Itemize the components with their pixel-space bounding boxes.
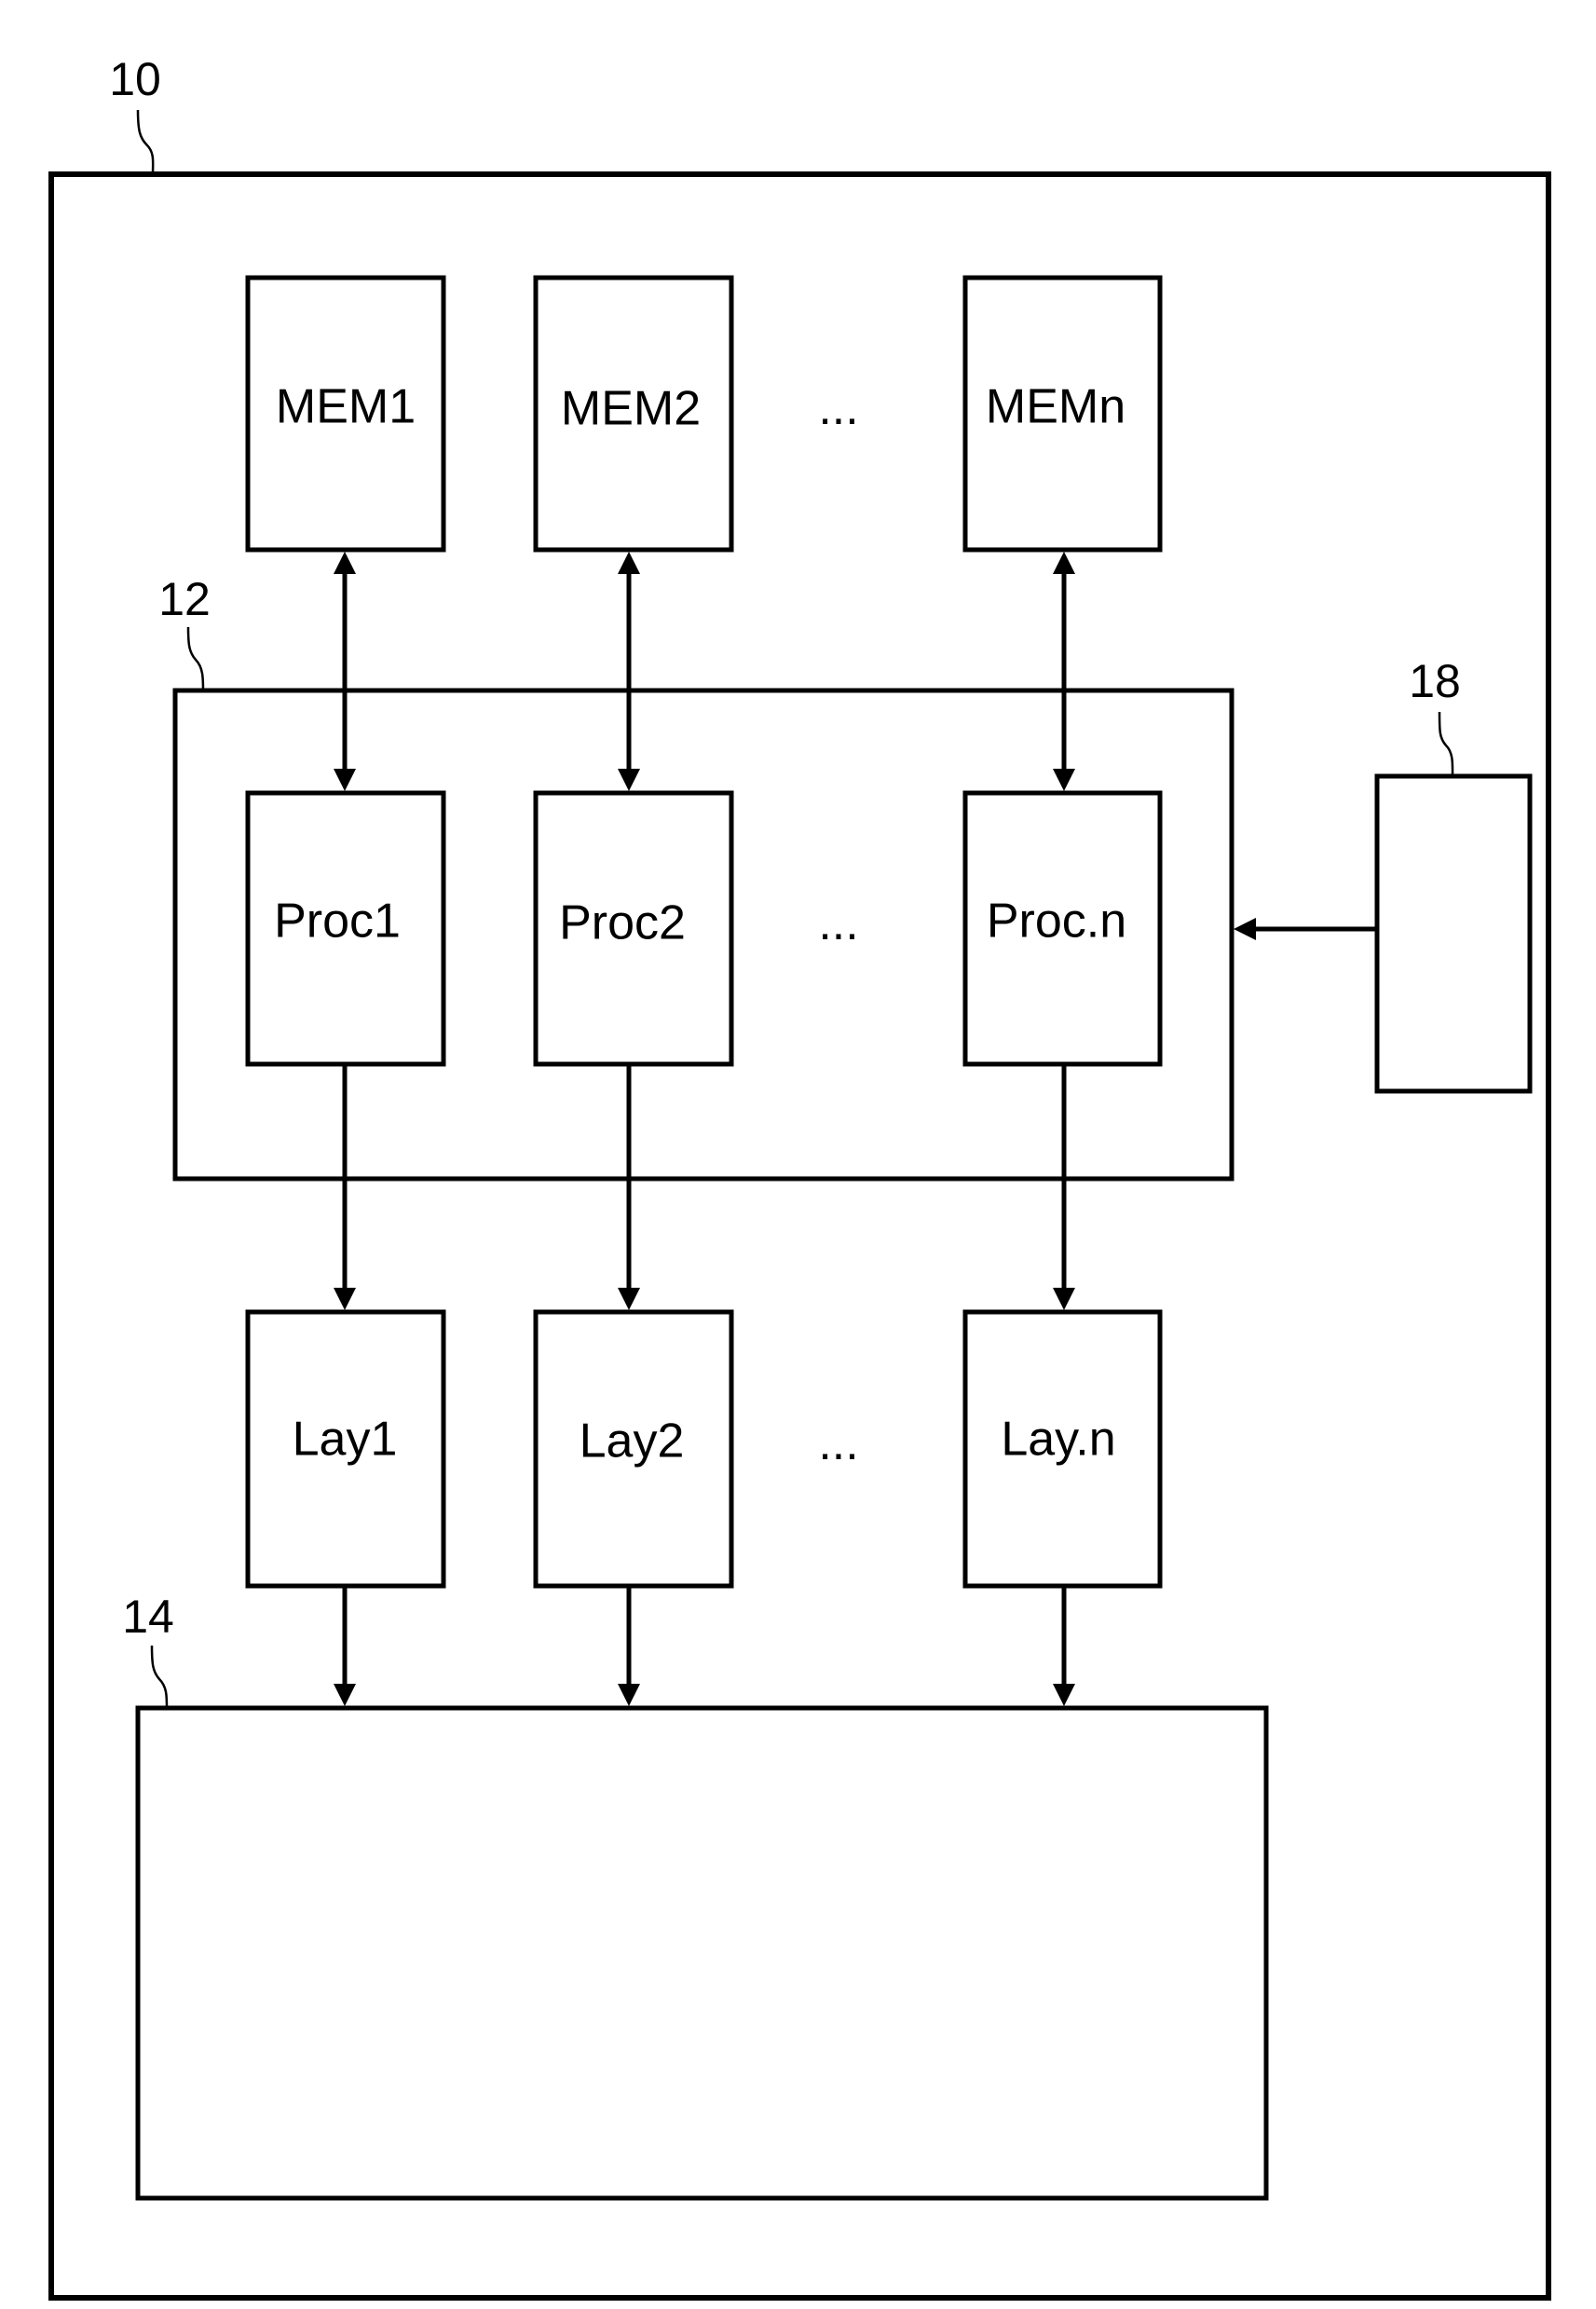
ref-label-processor-group: 12 [158,573,211,625]
memory-ellipsis: ... [818,381,858,435]
processor-label-1: Proc1 [274,895,401,949]
output-arrow-head-1 [334,1684,356,1706]
processor-group-box [172,688,1235,1182]
processor-label-2: Proc2 [559,896,686,950]
layer-box-n [962,1309,1163,1589]
output-arrow-head-n [1053,1684,1075,1706]
output-unit-box [135,1705,1269,2201]
layn-arrow-head [1053,1288,1075,1310]
lay1-arrow-head [334,1288,356,1310]
control-arrow-head [1234,918,1256,940]
processor-box-n [962,790,1163,1067]
procn-arrow-head [1053,769,1075,791]
memory-box-1 [245,275,446,553]
mem-proc-arrows [334,552,1075,791]
lay2-arrow-head [618,1288,640,1310]
layer-label-n: Lay.n [1001,1413,1115,1467]
system-box [48,171,1551,2301]
layer-label-2: Lay2 [580,1414,685,1469]
control-unit-box [1374,773,1533,1094]
leader-line-control-unit [1438,711,1454,777]
proc-layer-arrows [334,1066,1075,1310]
layer-box-1 [245,1309,446,1589]
processor-ellipsis: ... [818,896,858,950]
memory-box-2 [533,275,734,553]
leader-line-output-unit [150,1645,169,1709]
layer-label-1: Lay1 [293,1413,398,1467]
processor-box-1 [245,790,446,1067]
memory-label-1: MEM1 [276,380,416,434]
ref-label-system: 10 [109,53,161,105]
ref-label-control-unit: 18 [1409,655,1461,707]
mem2-arrow-head [618,552,640,574]
leader-line-system [136,109,155,175]
memory-box-n [962,275,1163,553]
ref-label-output-unit: 14 [122,1591,174,1643]
proc2-arrow-head [618,769,640,791]
layer-ellipsis: ... [818,1416,858,1470]
mem1-arrow-head [334,552,356,574]
memory-label-n: MEMn [986,380,1125,434]
layer-box-2 [533,1309,734,1589]
memn-arrow-head [1053,552,1075,574]
processor-box-2 [533,790,734,1067]
layer-output-arrows [334,1588,1075,1706]
processor-label-n: Proc.n [987,895,1126,949]
proc1-arrow-head [334,769,356,791]
memory-label-2: MEM2 [561,382,701,436]
output-arrow-head-2 [618,1684,640,1706]
leader-line-processor-group [186,626,205,691]
